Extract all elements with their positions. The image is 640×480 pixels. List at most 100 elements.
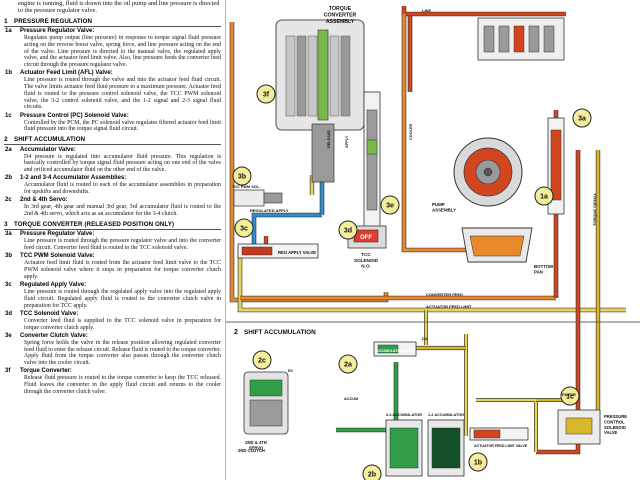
item-body: Torque Converter:Release fluid pressure …	[20, 368, 224, 395]
accumulator-34-piston	[389, 427, 419, 469]
callout-bubble	[572, 108, 592, 128]
reg-apply-valve-label: REG APPLY VALVE	[278, 250, 316, 255]
item-text: Line pressure is routed through the valv…	[24, 77, 221, 111]
description-column: engine is running, fluid is drawn into t…	[0, 0, 224, 480]
section-number: 1	[4, 17, 8, 25]
converter-clutch-valve-land	[366, 139, 378, 155]
callout-bubble	[380, 195, 400, 215]
manual-valve-spool	[543, 25, 555, 53]
bottom-pan-label: BOTTOM	[534, 264, 553, 269]
section-title: PRESSURE REGULATION	[14, 17, 93, 25]
item-title: Pressure Regulator Valve:	[20, 231, 95, 238]
item-body: TCC Solenoid Valve:Converter feed fluid …	[20, 311, 224, 332]
callout-label: 2b	[368, 472, 376, 479]
converter-feed-passage	[402, 14, 470, 252]
afl-label: ACTUATOR FEED LIMIT	[426, 304, 472, 309]
item-title: 1-2 and 3-4 Accumulator Assemblies:	[20, 175, 127, 182]
pc-solenoid-core	[565, 417, 593, 435]
accum-12-label: 1-2 ACCUMULATOR	[428, 413, 464, 417]
tcc-off-label: OFF	[360, 235, 372, 241]
servo-label: 2ND & 4TH	[245, 440, 267, 445]
manual-valve-spool	[528, 25, 540, 53]
actuator-feed-passage	[238, 248, 626, 312]
callout-bubble	[560, 386, 580, 406]
item-body: Actuator Feed Limit (AFL) Valve:Line pre…	[20, 70, 224, 111]
item-id: 3d	[5, 310, 13, 317]
tcc-pwm-solenoid-body	[233, 189, 265, 207]
torque-converter-label: ASSEMBLY	[326, 19, 355, 25]
item-text: Converter feed fluid is supplied to the …	[24, 317, 221, 331]
tcc-solenoid-label: N.O.	[361, 264, 370, 269]
column-divider	[225, 0, 226, 480]
accumulator-valve-spool	[377, 344, 399, 354]
callout-label: 3c	[240, 226, 248, 233]
filter-label: FILTER	[562, 392, 576, 397]
description-item: 3d TCC Solenoid Valve:Converter feed flui…	[5, 311, 224, 332]
item-title: Pressure Control (PC) Solenoid Valve:	[20, 112, 129, 119]
callout-bubble	[468, 452, 488, 472]
second-clutch-label: 2ND CLUTCH	[238, 448, 265, 453]
item-body: Pressure Regulator Valve:Line pressure i…	[20, 231, 224, 252]
pump-assembly-label: ASSEMBLY	[432, 208, 456, 213]
item-title: Pressure Regulator Valve:	[20, 28, 95, 35]
cooler-label: COOLER	[409, 123, 413, 140]
pc-solenoid-label: SOLENOID	[604, 425, 626, 430]
callout-label: 1a	[540, 194, 548, 201]
callout-bubble	[338, 220, 358, 240]
callout-label: 3e	[386, 203, 394, 210]
item-body: TCC PWM Solenoid Valve:Actuator feed lim…	[20, 253, 224, 280]
description-item: 1a Pressure Regulator Valve:Regulates pum…	[5, 28, 224, 69]
callout-label: 2c	[258, 358, 266, 365]
callout-label: 3f	[263, 92, 270, 99]
item-id: 3b	[5, 253, 13, 260]
item-text: Line pressure is routed through the pres…	[24, 238, 221, 252]
item-text: Regulates pump output (line pressure) in…	[24, 35, 221, 69]
pc-solenoid-label: VALVE	[604, 430, 618, 435]
item-title: TCC Solenoid Valve:	[20, 310, 79, 317]
converter-clutch-valve-spool	[366, 109, 378, 211]
callout-label: 1b	[474, 460, 482, 467]
servo-piston	[249, 379, 283, 397]
callout-bubble	[232, 166, 252, 186]
callout-bubble	[338, 354, 358, 374]
regulated-apply-passage	[252, 213, 322, 250]
regulated-apply-label: REGULATED APPLY	[250, 208, 289, 213]
tcc-solenoid-label: TCC	[361, 252, 371, 257]
d4-label: D4	[422, 336, 428, 341]
exhaust-label: EX	[288, 369, 293, 373]
description-item: 3c Regulated Apply Valve:Line pressure is…	[5, 282, 224, 309]
tcc-pwm-solenoid-plunger	[263, 192, 283, 204]
section-header: 1 PRESSURE REGULATION	[4, 18, 224, 25]
pump-assembly-label: PUMP	[432, 202, 445, 207]
item-text: Line pressure is routed through the regu…	[24, 289, 221, 309]
callout-label: 2a	[344, 362, 352, 369]
item-id: 1a	[5, 28, 12, 35]
item-id: 1c	[5, 112, 12, 119]
converter-shaft	[311, 123, 335, 183]
section-number: 3	[4, 220, 8, 228]
pc-solenoid-label: CONTROL	[604, 419, 625, 424]
item-id: 3f	[5, 368, 11, 375]
item-title: Torque Converter:	[20, 368, 72, 375]
section-rule	[4, 25, 221, 27]
intro-paragraph: engine is running, fluid is drawn into t…	[18, 0, 220, 15]
item-text: Actuator feed limit fluid is routed from…	[24, 260, 221, 280]
regulated-apply-valve-land	[241, 246, 273, 256]
pc-solenoid-label: PRESSURE	[604, 414, 627, 419]
description-item: 3f Torque Converter:Release fluid pressur…	[5, 368, 224, 395]
callout-label: 3d	[344, 228, 352, 235]
afl-valve-spool	[473, 429, 501, 439]
pump-center	[483, 167, 493, 177]
item-body: Regulated Apply Valve:Line pressure is r…	[20, 282, 224, 309]
item-text: Accumulator fluid is routed to each of t…	[24, 182, 221, 196]
item-id: 3c	[5, 282, 12, 289]
item-id: 2c	[5, 197, 12, 204]
